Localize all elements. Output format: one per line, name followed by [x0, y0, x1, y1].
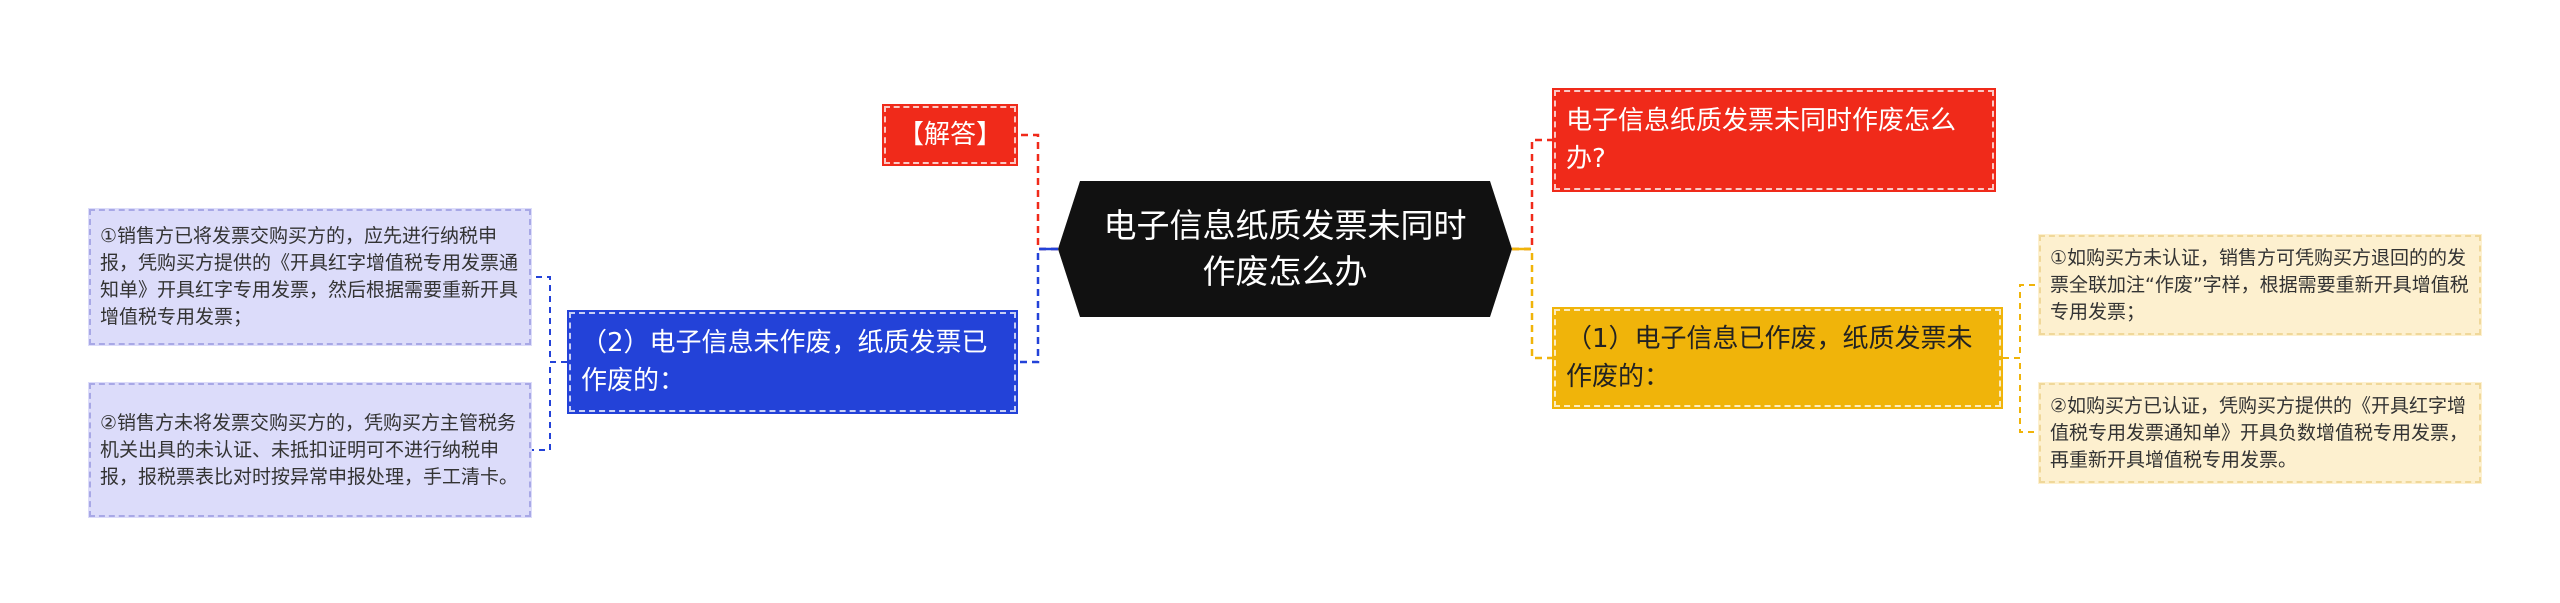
- case1-leaf-2-text: ②如购买方已认证，凭购买方提供的《开具红字增值税专用发票通知单》开具负数增值税专…: [2050, 394, 2469, 471]
- case1-leaf-2[interactable]: ②如购买方已认证，凭购买方提供的《开具红字增值税专用发票通知单》开具负数增值税专…: [2038, 382, 2482, 484]
- connector-root-case1: [1512, 247, 1552, 360]
- case2-leaf-2[interactable]: ②销售方未将发票交购买方的，凭购买方主管税务机关出具的未认证、未抵扣证明可不进行…: [88, 382, 532, 518]
- case1-leaf-1-text: ①如购买方未认证，销售方可凭购买方退回的的发票全联加注“作废”字样，根据需要重新…: [2050, 246, 2469, 323]
- case2-leaf-2-text: ②销售方未将发票交购买方的，凭购买方主管税务机关出具的未认证、未抵扣证明可不进行…: [100, 411, 519, 488]
- connector-root-answer: [1018, 133, 1058, 251]
- case2-node[interactable]: （2）电子信息未作废，纸质发票已作废的：: [567, 310, 1018, 414]
- answer-node-text: 【解答】: [897, 120, 1002, 150]
- connector-root-question: [1512, 138, 1552, 251]
- root-topic-text: 电子信息纸质发票未同时作废怎么办: [1103, 206, 1467, 291]
- case2-leaf-1[interactable]: ①销售方已将发票交购买方的，应先进行纳税申报，凭购买方提供的《开具红字增值税专用…: [88, 208, 532, 346]
- connector-case1-leaf2: [2003, 357, 2038, 433]
- answer-node[interactable]: 【解答】: [882, 104, 1018, 166]
- connector-case1-leaf1: [2003, 284, 2038, 359]
- case2-node-text: （2）电子信息未作废，纸质发票已作废的：: [581, 328, 988, 396]
- case1-leaf-1[interactable]: ①如购买方未认证，销售方可凭购买方退回的的发票全联加注“作废”字样，根据需要重新…: [2038, 234, 2482, 336]
- connector-case2-leaf2: [532, 361, 567, 451]
- connector-root-case2: [1018, 247, 1058, 364]
- case2-leaf-1-text: ①销售方已将发票交购买方的，应先进行纳税申报，凭购买方提供的《开具红字增值税专用…: [100, 225, 519, 328]
- case1-node-text: （1）电子信息已作废，纸质发票未作废的：: [1566, 324, 1973, 392]
- question-node-text: 电子信息纸质发票未同时作废怎么办?: [1566, 106, 1957, 174]
- question-node[interactable]: 电子信息纸质发票未同时作废怎么办?: [1552, 88, 1996, 192]
- case1-node[interactable]: （1）电子信息已作废，纸质发票未作废的：: [1552, 307, 2003, 409]
- connector-case2-leaf1: [532, 276, 567, 363]
- root-topic[interactable]: 电子信息纸质发票未同时作废怎么办: [1058, 181, 1512, 317]
